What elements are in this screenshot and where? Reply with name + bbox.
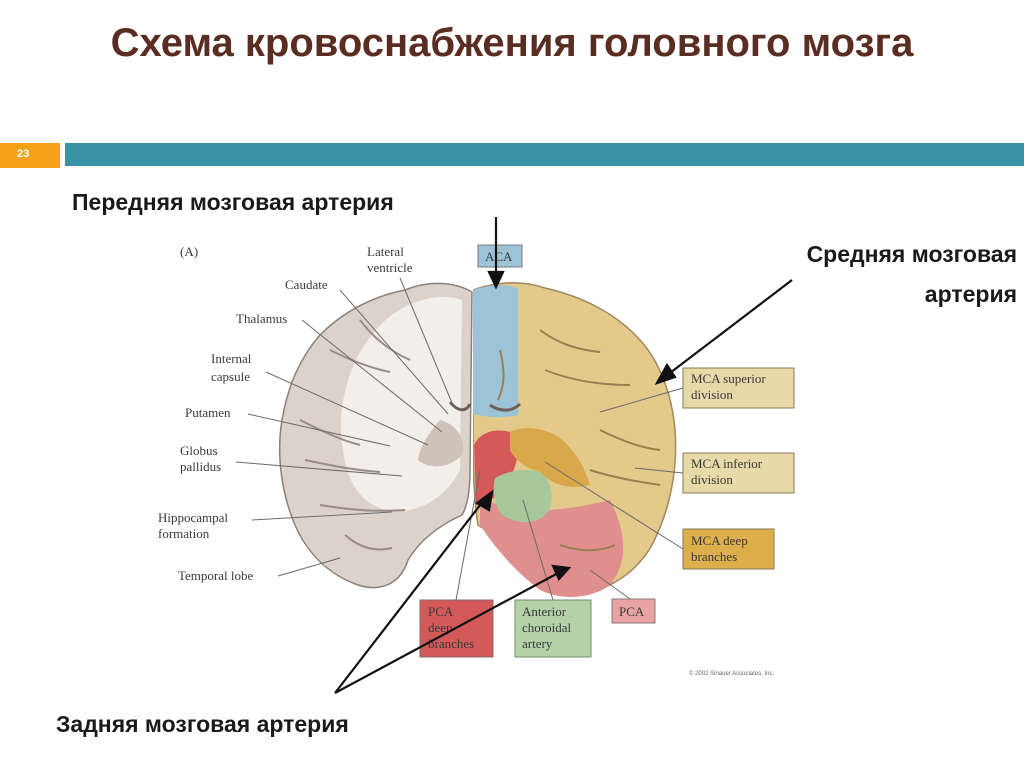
left-hemisphere [278,282,473,589]
callout-mca: Средняя мозговая артерия [806,241,1017,307]
accent-bar [65,143,1024,166]
label-hippocampal-formation-1: Hippocampal [158,510,228,525]
box-mca-superior-2: division [691,387,733,402]
callout-aca: Передняя мозговая артерия [72,189,394,215]
label-internal-capsule-1: Internal [211,351,252,366]
aca-territory [473,285,518,418]
anatomy-leader-lines [235,277,453,577]
left-thalamus-region [418,420,464,467]
box-anterior-choroidal-2: choroidal [522,620,571,635]
anatomy-labels: Lateral ventricle Caudate Thalamus Inter… [158,244,413,583]
box-aca-text: ACA [485,249,513,264]
right-lateral-ventricle [489,402,522,412]
label-globus-pallidus-1: Globus [180,443,218,458]
pca-deep-territory [474,430,518,505]
box-mca-deep-1: MCA deep [691,533,748,548]
box-mca-inferior [682,452,795,494]
territory-boxes: ACA MCA superior division MCA inferior d… [419,244,795,658]
box-anterior-choroidal [514,599,592,658]
box-mca-superior [682,367,795,409]
left-lateral-ventricle [448,401,472,412]
box-aca [477,244,523,268]
callout-pca: Задняя мозговая артерия [56,711,349,737]
mca-deep-territory [510,428,590,487]
slide-title: Схема кровоснабжения головного мозга [110,21,914,65]
box-pca-deep-1: PCA [428,604,454,619]
box-pca-deep-2: deep [428,620,453,635]
slide-number: 23 [0,143,60,168]
box-mca-inferior-2: division [691,472,733,487]
box-pca [611,598,656,624]
arrow-mca-head [654,362,677,385]
box-anterior-choroidal-1: Anterior [522,604,567,619]
copyright: © 2002 Sinauer Associates, Inc. [689,670,774,677]
label-lateral-ventricle-1: Lateral [367,244,404,259]
label-hippocampal-formation-2: formation [158,526,210,541]
box-pca-text: PCA [619,604,645,619]
box-pca-deep-3: branches [428,636,474,651]
label-internal-capsule-2: capsule [211,369,250,384]
pca-territory [480,500,624,597]
label-putamen: Putamen [185,405,231,420]
panel-label: (A) [180,244,198,259]
box-mca-inferior-1: MCA inferior [691,456,763,471]
label-temporal-lobe: Temporal lobe [178,568,253,583]
label-globus-pallidus-2: pallidus [180,459,221,474]
territory-leader-lines [455,387,684,601]
box-anterior-choroidal-3: artery [522,636,553,651]
label-caudate: Caudate [285,277,328,292]
left-sulci [299,319,411,551]
arrow-pca-head [551,564,572,581]
anterior-choroidal-territory [493,470,552,523]
right-hemisphere [473,282,677,597]
label-lateral-ventricle-2: ventricle [367,260,413,275]
right-sulci [497,329,661,552]
arrow-pca-deep-head [474,489,494,512]
callout-arrows [334,217,793,694]
box-mca-superior-1: MCA superior [691,371,766,386]
arrow-aca-head [487,270,505,290]
label-thalamus: Thalamus [236,311,287,326]
box-mca-deep [682,528,775,570]
box-mca-deep-2: branches [691,549,737,564]
